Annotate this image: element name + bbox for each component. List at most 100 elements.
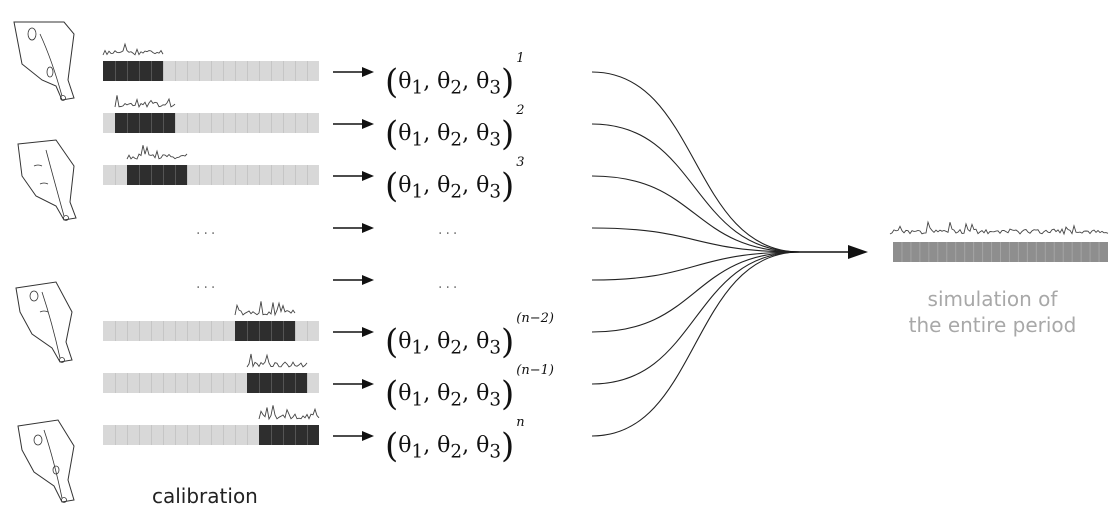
cell-divider: [271, 425, 272, 445]
arrow-head: [362, 119, 374, 129]
cell-divider: [307, 113, 308, 133]
cell-divider: [127, 61, 128, 81]
converging-curve: [591, 251, 801, 437]
cell-divider: [163, 425, 164, 445]
converging-curve: [591, 175, 801, 253]
converging-curve: [591, 251, 801, 385]
hydrograph-sparkline-icon: [102, 42, 164, 56]
cell-divider: [259, 373, 260, 393]
cell-divider: [211, 321, 212, 341]
calibration-window: [115, 113, 175, 133]
cell-divider: [175, 321, 176, 341]
cell-divider: [139, 165, 140, 185]
cell-divider: [283, 425, 284, 445]
simulation-label-line-2: the entire period: [908, 313, 1077, 337]
cell-divider: [295, 425, 296, 445]
cell-divider: [247, 61, 248, 81]
cell-divider: [211, 61, 212, 81]
hydrograph-sparkline-icon: [126, 145, 188, 160]
param-set-1: (θ1, θ2, θ3)1: [385, 51, 525, 102]
cell-divider: [127, 113, 128, 133]
cell-divider: [295, 373, 296, 393]
cell-divider: [295, 321, 296, 341]
cell-divider: [211, 165, 212, 185]
cell-divider: [151, 425, 152, 445]
cell-divider: [307, 61, 308, 81]
param-superscript: (n−1): [516, 363, 554, 378]
cell-divider: [163, 321, 164, 341]
cell-divider: [259, 113, 260, 133]
param-set-3: (θ1, θ2, θ3)3: [385, 155, 525, 206]
calibration-window: [103, 61, 163, 81]
cell-divider: [151, 165, 152, 185]
cell-divider: [127, 373, 128, 393]
cell-divider: [283, 165, 284, 185]
arrow-head: [362, 327, 374, 337]
cell-divider: [223, 321, 224, 341]
cell-divider: [211, 425, 212, 445]
hydrograph-sparkline-icon: [889, 220, 1109, 236]
simulation-label: simulation of the entire period: [880, 286, 1105, 338]
cell-divider: [223, 373, 224, 393]
arrow-head: [362, 431, 374, 441]
cell-divider: [187, 113, 188, 133]
arrow-head: [362, 275, 374, 285]
calibration-window: [235, 321, 295, 341]
cell-divider: [199, 61, 200, 81]
param-set-n: (θ1, θ2, θ3)n: [385, 415, 525, 466]
ellipsis-bars: ...: [196, 222, 219, 238]
cell-divider: [115, 373, 116, 393]
catchment-map-icon: [13, 21, 75, 101]
converging-curve: [591, 123, 801, 253]
ellipsis-bars: ...: [196, 276, 219, 292]
cell-divider: [307, 165, 308, 185]
cell-divider: [199, 113, 200, 133]
cell-divider: [151, 61, 152, 81]
bar-to-param-arrows: [333, 67, 374, 441]
param-superscript: (n−2): [516, 311, 554, 326]
cell-divider: [283, 113, 284, 133]
cell-divider: [151, 113, 152, 133]
cell-divider: [247, 113, 248, 133]
cell-divider: [307, 425, 308, 445]
cell-divider: [271, 165, 272, 185]
cell-divider: [175, 425, 176, 445]
cell-divider: [271, 61, 272, 81]
converging-curve: [591, 71, 801, 253]
cell-divider: [211, 113, 212, 133]
cell-divider: [283, 321, 284, 341]
cell-divider: [307, 321, 308, 341]
cell-divider: [139, 425, 140, 445]
cell-divider: [115, 321, 116, 341]
cell-divider: [187, 61, 188, 81]
calibration-bar: [103, 113, 319, 133]
hydrograph-sparkline-icon: [234, 301, 296, 317]
arrow-head: [362, 379, 374, 389]
hydrograph-sparkline-icon: [258, 405, 320, 421]
cell-divider: [139, 113, 140, 133]
calibration-window: [247, 373, 307, 393]
cell-divider: [223, 113, 224, 133]
cell-divider: [223, 425, 224, 445]
param-superscript: 3: [516, 155, 525, 170]
cell-divider: [247, 425, 248, 445]
cell-divider: [115, 165, 116, 185]
converging-curve: [591, 227, 801, 253]
cell-divider: [187, 373, 188, 393]
cell-divider: [235, 425, 236, 445]
arrow-head: [362, 67, 374, 77]
cell-divider: [163, 373, 164, 393]
param-set-n-minus-2: (θ1, θ2, θ3)(n−2): [385, 311, 554, 362]
param-superscript: 1: [516, 51, 525, 66]
cell-divider: [187, 165, 188, 185]
cell-divider: [139, 61, 140, 81]
calibration-label: calibration: [152, 484, 258, 508]
cell-divider: [283, 61, 284, 81]
param-superscript: 2: [516, 103, 525, 118]
cell-divider: [199, 165, 200, 185]
cell-divider: [199, 425, 200, 445]
cell-divider: [247, 321, 248, 341]
hydrograph-sparkline-icon: [114, 95, 176, 109]
calibration-window: [259, 425, 319, 445]
